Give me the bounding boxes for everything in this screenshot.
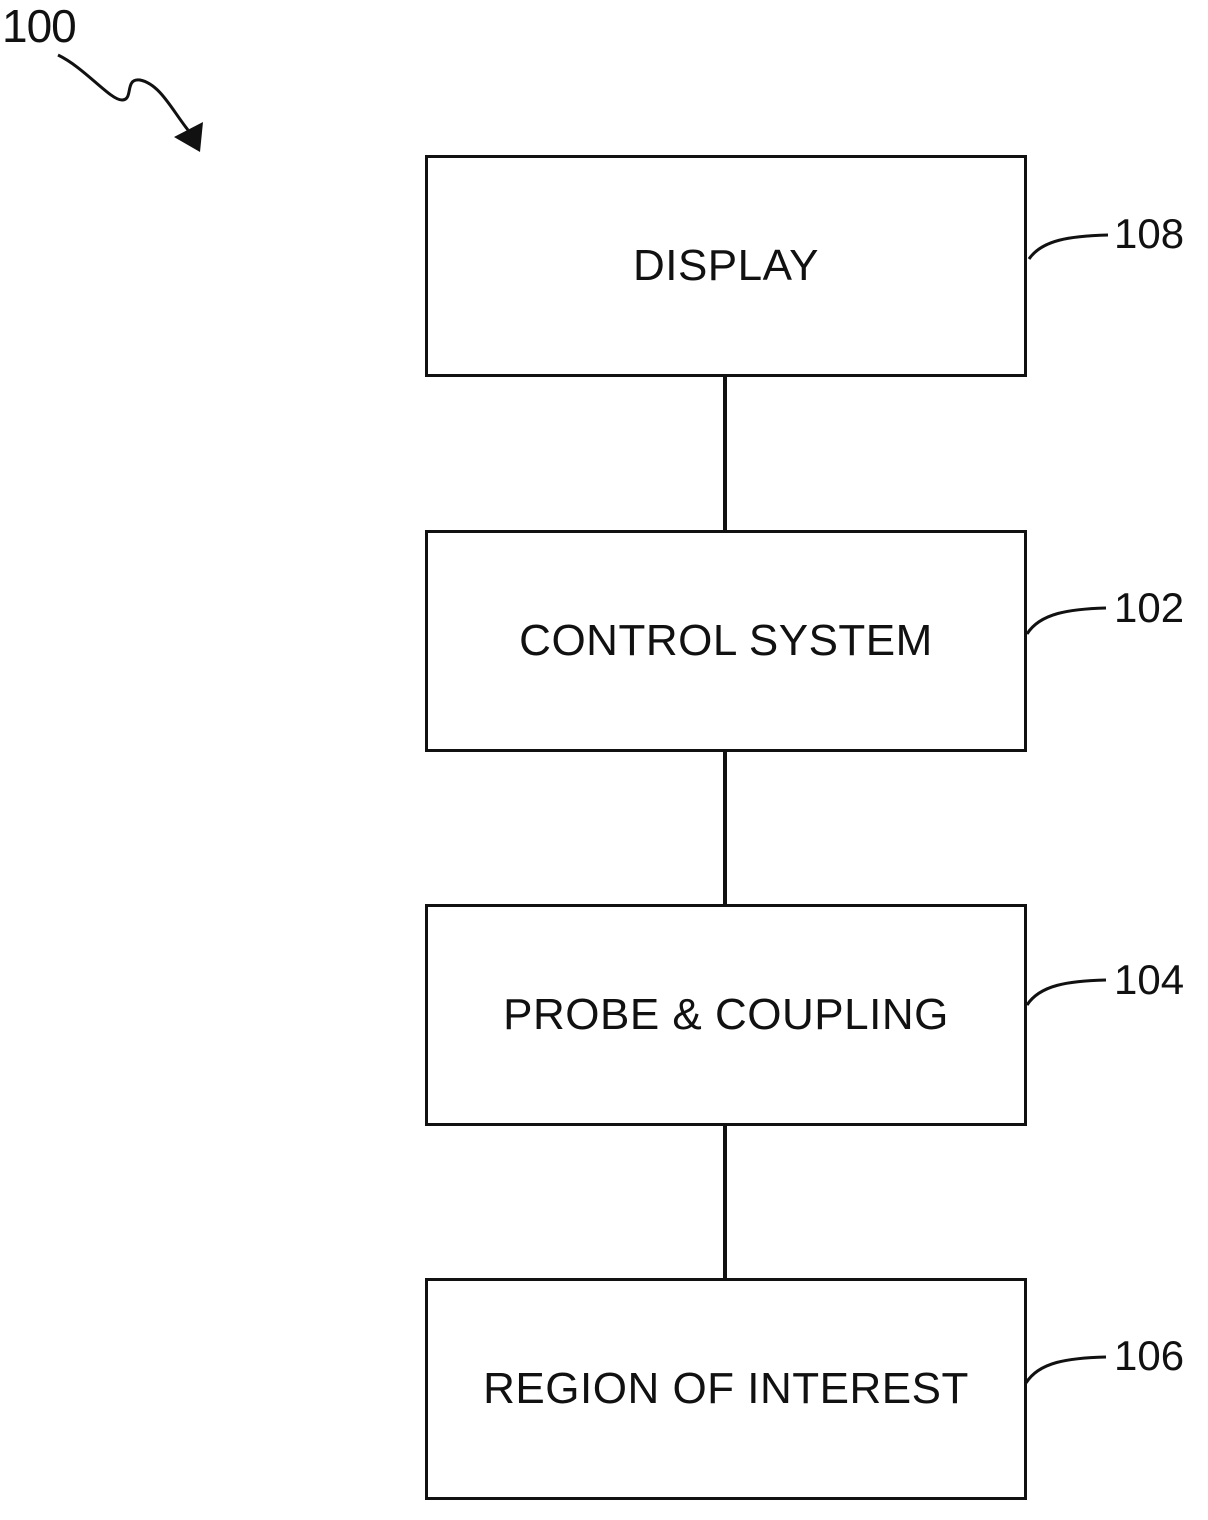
leader-line-104 [1027, 980, 1106, 1005]
display-ref-number: 108 [1114, 209, 1184, 259]
probe-coupling-block-label: PROBE & COUPLING [503, 990, 949, 1040]
figure-arrow-head [174, 122, 203, 152]
connector-display-control [723, 377, 727, 530]
probe-coupling-block: PROBE & COUPLING [425, 904, 1027, 1126]
control-system-block: CONTROL SYSTEM [425, 530, 1027, 752]
connector-probe-region [723, 1126, 727, 1278]
figure-arrow-squiggle [58, 55, 188, 130]
leader-line-108 [1029, 235, 1108, 259]
control-system-ref-number: 102 [1114, 583, 1184, 633]
region-of-interest-block-label: REGION OF INTEREST [483, 1364, 969, 1414]
region-of-interest-block: REGION OF INTEREST [425, 1278, 1027, 1500]
probe-coupling-ref-number: 104 [1114, 955, 1184, 1005]
leader-line-106 [1026, 1357, 1106, 1383]
display-block-label: DISPLAY [633, 241, 819, 291]
display-block: DISPLAY [425, 155, 1027, 377]
region-of-interest-ref-number: 106 [1114, 1331, 1184, 1381]
leader-line-102 [1027, 608, 1106, 634]
connector-control-probe [723, 752, 727, 905]
control-system-block-label: CONTROL SYSTEM [519, 616, 933, 666]
